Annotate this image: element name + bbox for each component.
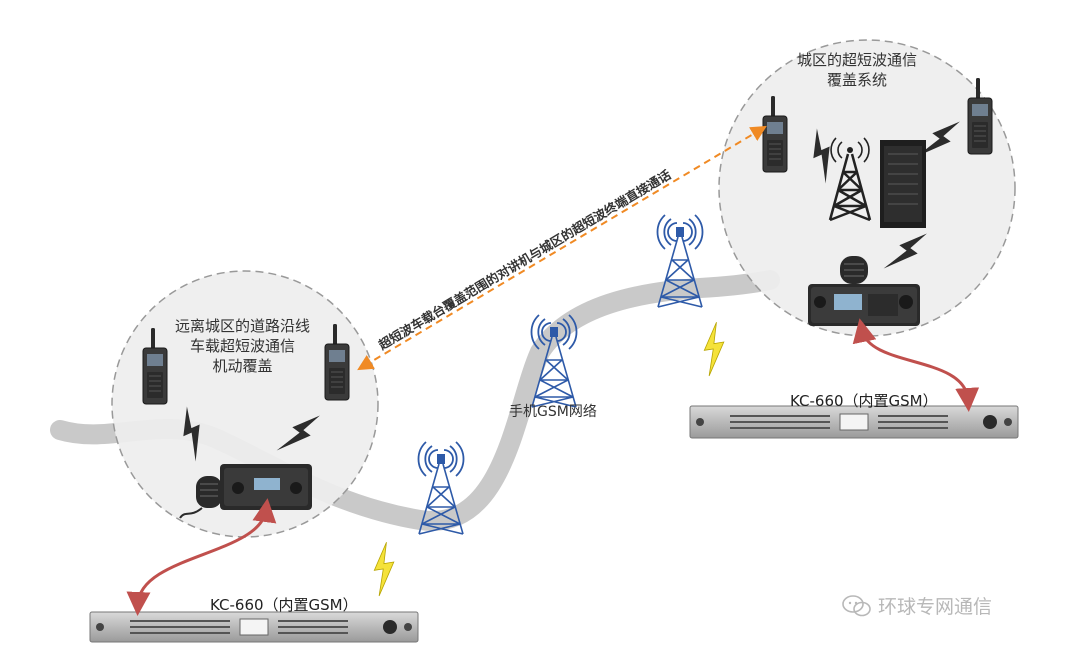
city-coverage-circle bbox=[718, 39, 1016, 337]
red-link-left bbox=[126, 498, 277, 616]
red-link-right bbox=[852, 318, 980, 412]
direct-call-label: 超短波车载台覆盖范围的对讲机与城区的超短波终端直接通话 bbox=[375, 167, 674, 353]
roadside-line-1: 远离城区的道路沿线 bbox=[175, 317, 311, 335]
roadside-label: 远离城区的道路沿线 车载超短波通信 机动覆盖 bbox=[175, 316, 310, 376]
yellow-lightning-right bbox=[695, 321, 732, 377]
wechat-icon bbox=[842, 594, 871, 616]
roadside-line-2: 车载超短波通信 bbox=[190, 337, 296, 355]
watermark: 环球专网通信 bbox=[842, 592, 992, 619]
yellow-lightning-left bbox=[365, 541, 402, 597]
city-base-station-tower bbox=[828, 137, 872, 222]
city-system-line-1: 城区的超短波通信 bbox=[797, 51, 918, 69]
city-mobile-radio bbox=[808, 256, 920, 326]
gsm-network-label: 手机GSM网络 bbox=[509, 404, 597, 420]
kc660-label-left: KC-660（内置GSM） bbox=[210, 596, 358, 614]
city-system-label: 城区的超短波通信 覆盖系统 bbox=[797, 50, 917, 90]
orange-direct-link bbox=[357, 125, 767, 371]
kc660-device-left bbox=[89, 611, 419, 643]
city-repeater-cabinet bbox=[880, 140, 926, 228]
kc660-label-right: KC-660（内置GSM） bbox=[790, 392, 938, 410]
kc660-device-right bbox=[689, 405, 1019, 439]
city-system-line-2: 覆盖系统 bbox=[827, 71, 888, 89]
roadside-line-3: 机动覆盖 bbox=[212, 357, 273, 375]
watermark-text: 环球专网通信 bbox=[878, 596, 993, 618]
